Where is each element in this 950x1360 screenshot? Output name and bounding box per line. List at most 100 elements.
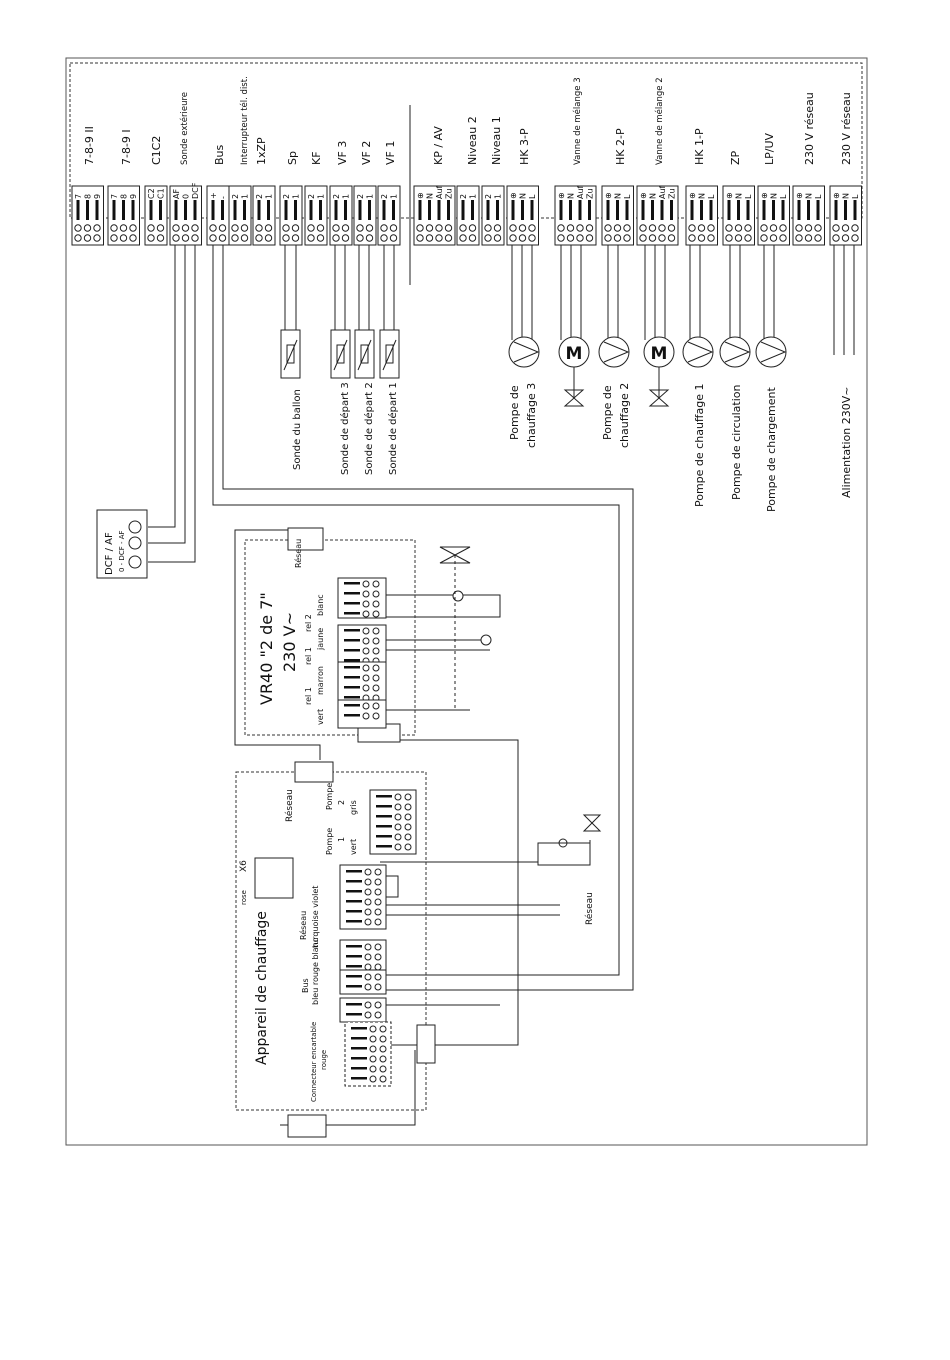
top-label-10: VF 2: [360, 141, 373, 165]
terminal-niveau2-label: 2: [459, 194, 468, 199]
screw-icon: [658, 234, 666, 242]
terminal-kp-label: N: [426, 193, 435, 199]
terminal-hk1-label: N: [698, 193, 707, 199]
screw-icon: [688, 234, 696, 242]
wires: [148, 105, 855, 1126]
terminal-valve2-label: N: [649, 193, 658, 199]
top-label-12: KP / AV: [432, 126, 445, 165]
screw-icon: [639, 224, 647, 232]
outer-frame: [65, 57, 868, 1146]
heater-rose: rose: [240, 890, 248, 905]
screw-icon: [435, 234, 443, 242]
heater-n2: 2: [337, 800, 346, 805]
terminal-lp-label: N: [770, 193, 779, 199]
screw-icon: [639, 234, 647, 242]
pin-icon: [471, 200, 474, 220]
reseau-right-label: Réseau: [584, 892, 595, 925]
top-label-20: ZP: [729, 150, 742, 165]
ground-icon: [558, 838, 568, 848]
top-label-22: 230 V réseau: [803, 92, 816, 165]
top-label-14: Niveau 1: [490, 116, 503, 165]
screw-icon: [851, 234, 859, 242]
dcf-terminal-icon: [128, 520, 142, 534]
terminal-niveau2-label: 1: [469, 194, 478, 199]
heater-terminal-4: [339, 997, 387, 1023]
supply-label: Alimentation 230V~: [840, 387, 853, 498]
screw-icon: [156, 234, 165, 242]
terminal-valve2-label: Zu: [668, 188, 677, 199]
terminal-bus-label: +: [209, 192, 218, 199]
top-label-4: Bus: [213, 144, 226, 165]
pin-icon: [149, 200, 153, 220]
screw-icon: [468, 224, 477, 232]
screw-icon: [129, 234, 137, 242]
screw-icon: [459, 234, 467, 242]
screw-icon: [623, 224, 631, 232]
components: Sonde du ballon Sonde de départ 3 Sonde de…: [96, 329, 853, 1138]
pin-icon: [382, 200, 386, 220]
pin-icon: [530, 200, 534, 220]
heater-n1: 1: [337, 837, 346, 842]
screw-icon: [389, 234, 398, 242]
heater-turquoise: turquoise violet: [311, 886, 320, 948]
screw-icon: [291, 234, 300, 242]
screw-icon: [119, 224, 128, 232]
screw-icon: [760, 234, 768, 242]
sensor-label-depart3: Sonde de départ 3: [339, 382, 351, 475]
dcf-title: DCF / AF: [104, 532, 115, 575]
terminal-niveau1-label: 2: [484, 194, 493, 199]
terminal-af-label: DCF: [191, 182, 200, 199]
pin-icon: [122, 200, 125, 220]
screw-icon: [509, 234, 517, 242]
terminal-kp-label: Zu: [445, 188, 454, 199]
screw-icon: [697, 224, 706, 232]
screw-icon: [119, 234, 128, 242]
sensor-label-depart1: Sonde de départ 1: [387, 382, 399, 475]
pin-icon: [257, 200, 261, 220]
screw-icon: [557, 224, 565, 232]
terminal-230a-label: L: [814, 194, 823, 199]
top-label-2: C1C2: [150, 136, 163, 165]
screw-icon: [832, 234, 840, 242]
pin-icon: [746, 200, 750, 220]
screw-icon: [566, 234, 575, 242]
pump-3-label-b: chauffage 3: [525, 383, 538, 448]
screw-icon: [528, 224, 536, 232]
heater-reseau: Réseau: [284, 789, 295, 822]
terminal-789-1-label: 9: [129, 194, 138, 199]
pin-icon: [772, 200, 775, 220]
pin-icon: [95, 200, 99, 220]
dcf-terminal-icon: [128, 536, 142, 550]
vr40-title: VR40 "2 de 7": [257, 592, 276, 705]
terminal-hk3-label: L: [528, 194, 537, 199]
screw-icon: [291, 224, 300, 232]
top-label-1: 7-8-9 I: [120, 129, 133, 165]
screw-icon: [365, 224, 374, 232]
top-label-11: VF 1: [384, 141, 397, 165]
pin-icon: [174, 200, 178, 220]
pin-icon: [578, 200, 582, 220]
pin-icon: [660, 200, 664, 220]
heater-bleu: bleu rouge blanc: [311, 938, 320, 1005]
pin-icon: [834, 200, 838, 220]
screw-icon: [734, 224, 743, 232]
screw-icon: [779, 234, 787, 242]
screw-icon: [191, 234, 199, 242]
screw-icon: [804, 224, 813, 232]
screw-icon: [181, 224, 190, 232]
screw-icon: [425, 224, 434, 232]
screw-icon: [688, 224, 696, 232]
screw-icon: [365, 234, 374, 242]
terminal-vf1-label: 1: [390, 194, 399, 199]
screw-icon: [576, 224, 584, 232]
vr40-reseau: Réseau: [293, 539, 303, 568]
x6-connector: [254, 857, 294, 899]
heater-terminal-3: [339, 969, 387, 995]
pin-icon: [588, 200, 591, 220]
terminal-zp-label: L: [744, 194, 753, 199]
screw-icon: [332, 234, 340, 242]
screw-icon: [648, 234, 657, 242]
sensor-label-ballon: Sonde du ballon: [292, 389, 303, 470]
motor-label: M: [566, 344, 583, 364]
screw-icon: [528, 234, 536, 242]
